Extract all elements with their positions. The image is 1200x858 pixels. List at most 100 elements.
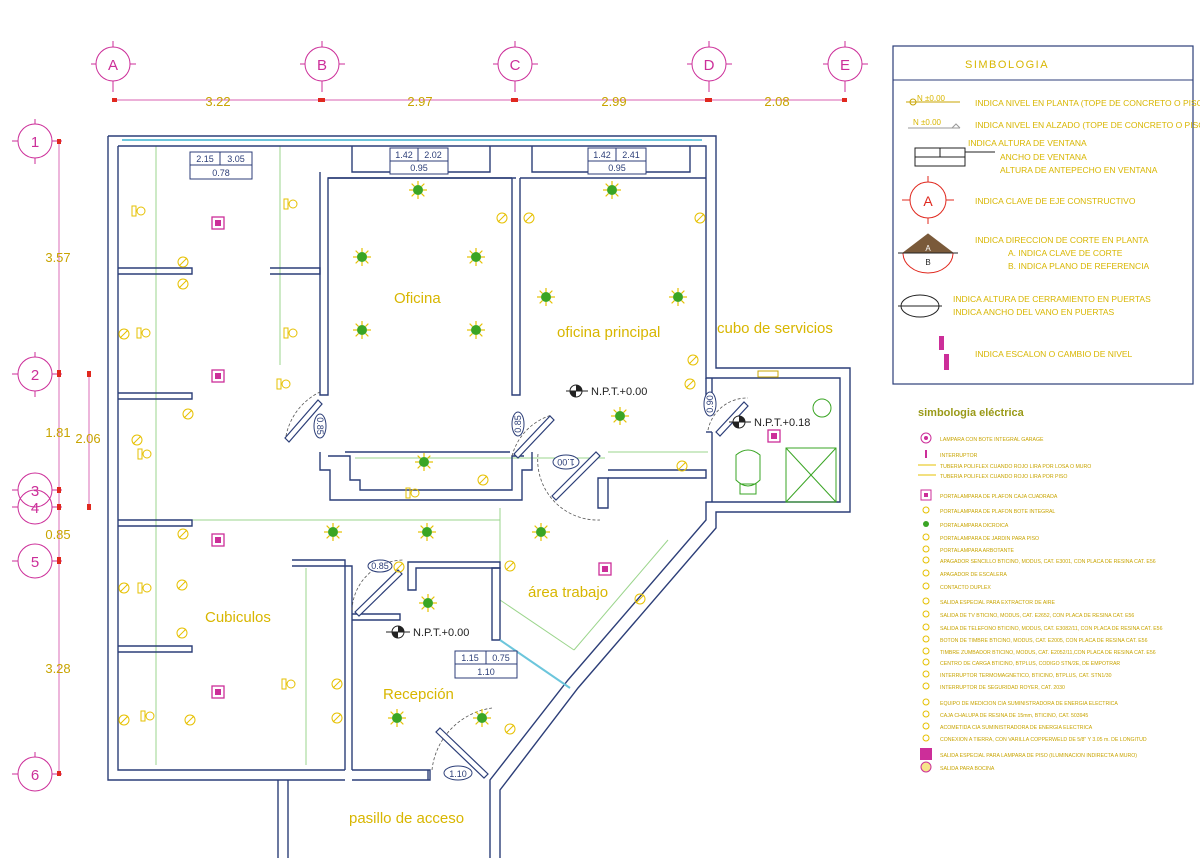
recepcion-bottom-wall (352, 769, 431, 781)
dichroic-light-icon (418, 523, 436, 541)
door-swing-6 (431, 707, 493, 771)
dim-y-extra: 2.06 (75, 431, 100, 446)
electrical-legend-item: SALIDA ESPECIAL PARA EXTRACTOR DE AIRE (922, 597, 1055, 606)
legend-puerta-2: INDICA ANCHO DEL VANO EN PUERTAS (953, 307, 1115, 317)
axis-label-E: E (840, 57, 850, 74)
dim-x-1: 3.22 (205, 94, 230, 109)
dichroic-light-icon (611, 407, 629, 425)
level-label-1: N.P.T.+0.00 (591, 386, 647, 398)
window-2-alto: 2.02 (424, 150, 442, 160)
sink-icon (812, 398, 832, 418)
window-4-antepecho: 1.10 (477, 667, 495, 677)
electrical-legend-label: CAJA CHALUPA DE RESINA DE 15mm, BTICINO,… (940, 713, 1088, 719)
electrical-legend-item: INTERRUPTOR (925, 450, 978, 459)
axis-label-B: B (317, 57, 327, 74)
square-lamp-icon (598, 562, 612, 576)
axis-label-5: 5 (31, 554, 39, 571)
dichroic-light-icon (353, 248, 371, 266)
outlet-icon (118, 714, 130, 726)
window-4-ancho: 1.15 (461, 653, 479, 663)
outlet-icon (477, 474, 489, 486)
partition-lines (118, 146, 708, 765)
legend-n1-tag: N ±0.00 (917, 94, 946, 103)
dichroic-light-icon (537, 288, 555, 306)
window-3-antepecho: 0.95 (608, 163, 626, 173)
door-swing-5 (351, 559, 405, 611)
electrical-legend-label: APAGADOR DE ESCALERA (940, 572, 1007, 578)
electrical-legend-item: CAJA CHALUPA DE RESINA DE 15mm, BTICINO,… (922, 710, 1088, 719)
electrical-legend-item: CONTACTO DUPLEX (922, 582, 991, 591)
dichroic-light-icon (467, 248, 485, 266)
outlet-icon (331, 678, 343, 690)
dichroic-light-icon (603, 181, 621, 199)
room-label-pasillo: pasillo de acceso (349, 810, 464, 827)
door-dim-4: 1.00 (557, 457, 575, 467)
legend-symbol-letters: A A B (923, 193, 933, 267)
grid-axes (12, 41, 868, 792)
wall-sconce-icon (136, 327, 151, 339)
legend-eje: INDICA CLAVE DE EJE CONSTRUCTIVO (975, 196, 1136, 206)
square-lamp-icon (211, 533, 225, 547)
electrical-legend-label: PORTALAMPARA DE JARDIN PARA PISO (940, 536, 1039, 542)
recepcion-top-wall-b (407, 561, 501, 591)
exterior-wall-left-inner (117, 146, 345, 771)
interior-wall-middle (511, 178, 521, 396)
outlet-icon (687, 354, 699, 366)
legend-corte-2: A. INDICA CLAVE DE CORTE (1008, 248, 1123, 258)
electrical-legend-label: PORTALAMPARA ARBOTANTE (940, 548, 1015, 554)
dichroic-light-icon (532, 523, 550, 541)
electrical-legend-item: PORTALAMPARA DE PLAFON BOTE INTEGRAL (922, 506, 1055, 515)
step-icon (939, 336, 944, 350)
column (597, 477, 609, 509)
room-label-recepcion: Recepción (383, 686, 454, 703)
legend-puerta-1: INDICA ALTURA DE CERRAMIENTO EN PUERTAS (953, 294, 1151, 304)
walls (107, 135, 851, 858)
dim-x-4: 2.08 (764, 94, 789, 109)
electrical-legend-label: SALIDA ESPECIAL PARA LAMPARA DE PISO (IL… (940, 753, 1137, 759)
dim-y-2: 1.81 (45, 425, 70, 440)
dichroic-light-icon (409, 181, 427, 199)
electrical-legend-item: INTERRUPTOR TERMOMAGNETICO, BTICINO, BTP… (922, 670, 1112, 679)
axis-label-1: 1 (31, 134, 39, 151)
outlet-icon (118, 328, 130, 340)
electrical-legend-item: TIMBRE ZUMBADOR BTICINO, MODUS, CAT. E20… (922, 647, 1156, 656)
outlet-icon (634, 593, 646, 605)
legend-eje-letter: A (923, 193, 933, 209)
outlet-icon (118, 582, 130, 594)
electrical-legend-item: TUBERIA POLIFLEX CUANDO ROJO LIRA POR LO… (918, 464, 1091, 470)
outlet-icon (504, 560, 516, 572)
outlet-icon (523, 212, 535, 224)
electrical-legend-item: SALIDA DE TELEFONO BTICINO, MODUS, CAT. … (922, 623, 1163, 632)
level-markers: N.P.T.+0.00 N.P.T.+0.18 N.P.T.+0.00 (386, 384, 810, 639)
wall-sconce-icon (405, 487, 420, 499)
door-dim-2: 0.85 (513, 415, 523, 433)
electrical-legend-item: PORTALAMPARA DE JARDIN PARA PISO (922, 533, 1039, 542)
dichroic-light-icon (473, 709, 491, 727)
door-swings (285, 391, 749, 771)
dichroic-light-icon (669, 288, 687, 306)
electrical-legend-label: APAGADOR SENCILLO BTICINO, MODUS, CAT. E… (940, 559, 1156, 565)
bathroom-fixtures (735, 370, 837, 503)
window-2-antepecho: 0.95 (410, 163, 428, 173)
level-marker-2: N.P.T.+0.18 (729, 415, 810, 429)
oficina-bottom-wall (319, 452, 533, 501)
axis-bubble-B (300, 41, 345, 92)
electrical-legend-item: ACOMETIDA CIA SUMINISTRADORA DE ENERGIA … (922, 722, 1093, 731)
door-leaves (284, 399, 749, 779)
door-dim-3: 0.90 (705, 395, 715, 413)
room-labels: Oficina oficina principal cubo de servic… (205, 290, 833, 827)
axis-label-2: 2 (31, 367, 39, 384)
axis-label-3: 3 (31, 483, 39, 500)
window-1-alto: 3.05 (227, 154, 245, 164)
outlet-icon (177, 528, 189, 540)
dim-y-3: 0.85 (45, 527, 70, 542)
legend-symbols (898, 98, 995, 370)
wall-sconce-icon (140, 710, 155, 722)
axis-bubble-E (823, 41, 868, 92)
window-2-ancho: 1.42 (395, 150, 413, 160)
outlet-icon (184, 714, 196, 726)
legend-v1: INDICA ALTURA DE VENTANA (968, 138, 1087, 148)
electrical-legend-title: simbologia eléctrica (918, 407, 1025, 419)
room-label-oficina-principal: oficina principal (557, 324, 660, 341)
cubiculos-right-wall (292, 559, 346, 770)
